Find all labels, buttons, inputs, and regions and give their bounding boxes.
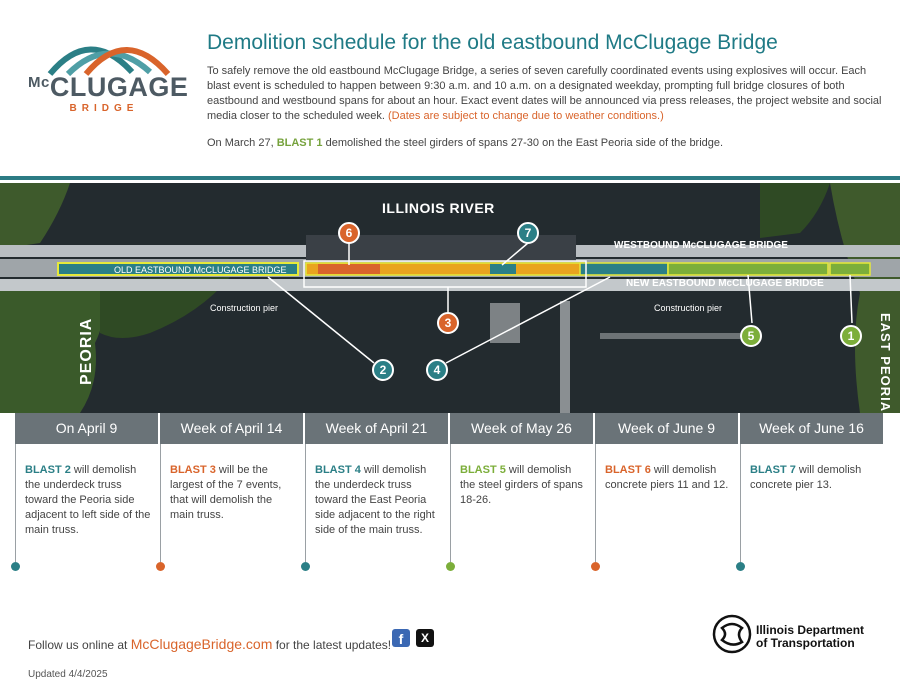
timeline-dot [591, 562, 600, 571]
logo-wordmark: McCLUGAGE [28, 72, 189, 102]
header-divider [0, 176, 900, 180]
schedule-description: BLAST 7 will demolish concrete pier 13. [750, 464, 862, 491]
timeline-dot [301, 562, 310, 571]
blast-badge-3: 3 [437, 312, 459, 334]
timeline-line [595, 444, 596, 562]
timeline-dot [11, 562, 20, 571]
schedule-column-blast7: Week of June 16 BLAST 7 will demolish co… [736, 413, 885, 583]
blast1-summary: On March 27, BLAST 1 demolished the stee… [207, 137, 724, 149]
river-label: ILLINOIS RIVER [382, 200, 495, 216]
schedule-column-blast3: Week of April 14 BLAST 3 will be the lar… [156, 413, 305, 583]
website-link[interactable]: McClugageBridge.com [130, 636, 273, 652]
schedule-description: BLAST 5 will demolish the steel girders … [460, 464, 583, 506]
schedule-column-blast2: On April 9 BLAST 2 will demolish the und… [11, 413, 160, 583]
timeline-line [305, 444, 306, 562]
timeline-dot [736, 562, 745, 571]
east-peoria-label: EAST PEORIA [878, 313, 893, 413]
timeline-line [15, 444, 16, 562]
bridge-arches-icon [47, 46, 171, 76]
weather-warning: (Dates are subject to change due to weat… [388, 110, 664, 122]
follow-us-text: Follow us online at McClugageBridge.com … [28, 636, 392, 652]
mcclugage-logo: McCLUGAGE BRIDGE [28, 32, 189, 114]
schedule-date: Week of May 26 [450, 413, 593, 444]
aerial-map: ILLINOIS RIVER WESTBOUND McCLUGAGE BRIDG… [0, 183, 900, 413]
x-icon[interactable]: X [416, 629, 434, 647]
timeline-line [450, 444, 451, 562]
blast-badge-6: 6 [338, 222, 360, 244]
schedule-date: Week of April 14 [160, 413, 303, 444]
blast-badge-2: 2 [372, 359, 394, 381]
schedule-description: BLAST 3 will be the largest of the 7 eve… [170, 464, 282, 521]
facebook-icon[interactable]: f [392, 629, 410, 647]
page-title: Demolition schedule for the old eastboun… [207, 31, 778, 54]
blast-badge-4: 4 [426, 359, 448, 381]
blast-badge-1: 1 [840, 325, 862, 347]
westbound-label: WESTBOUND McCLUGAGE BRIDGE [614, 240, 788, 251]
schedule-description: BLAST 2 will demolish the underdeck trus… [25, 464, 151, 536]
aerial-map-graphic [0, 183, 900, 413]
idot-logo-icon [712, 614, 752, 654]
new-eastbound-label: NEW EASTBOUND McCLUGAGE BRIDGE [626, 278, 824, 289]
schedule-date: On April 9 [15, 413, 158, 444]
schedule-timeline: On April 9 BLAST 2 will demolish the und… [11, 413, 885, 583]
schedule-date: Week of June 16 [740, 413, 883, 444]
schedule-date: Week of April 21 [305, 413, 448, 444]
schedule-column-blast5: Week of May 26 BLAST 5 will demolish the… [446, 413, 595, 583]
timeline-line [740, 444, 741, 562]
timeline-dot [446, 562, 455, 571]
blast-badge-7: 7 [517, 222, 539, 244]
schedule-column-blast4: Week of April 21 BLAST 4 will demolish t… [301, 413, 450, 583]
construction-pier-right-label: Construction pier [654, 303, 723, 313]
schedule-date: Week of June 9 [595, 413, 738, 444]
intro-paragraph: To safely remove the old eastbound McClu… [207, 65, 882, 122]
timeline-dot [156, 562, 165, 571]
construction-pier-left-label: Construction pier [210, 303, 279, 313]
old-eastbound-label: OLD EASTBOUND McCLUGAGE BRIDGE [114, 265, 287, 275]
schedule-description: BLAST 4 will demolish the underdeck trus… [315, 464, 435, 536]
blast-badge-5: 5 [740, 325, 762, 347]
peoria-label: PEORIA [78, 317, 95, 385]
logo-subtitle: BRIDGE [69, 103, 139, 114]
schedule-column-blast6: Week of June 9 BLAST 6 will demolish con… [591, 413, 740, 583]
schedule-description: BLAST 6 will demolish concrete piers 11 … [605, 464, 729, 491]
updated-date: Updated 4/4/2025 [28, 669, 108, 680]
timeline-line [160, 444, 161, 562]
